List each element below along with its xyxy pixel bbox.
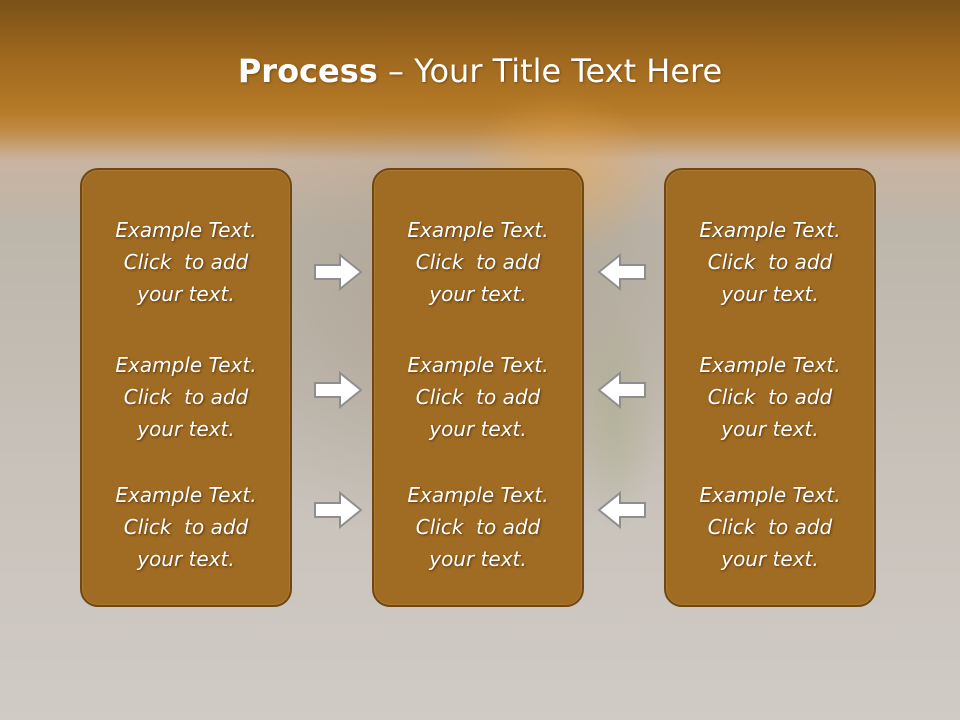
text-line: Click to add (415, 515, 541, 539)
text-line: Example Text. (699, 353, 841, 377)
text-line: your text. (721, 417, 819, 441)
text-line: Click to add (415, 250, 541, 274)
text-block[interactable]: Example Text. Click to add your text. (82, 479, 290, 575)
text-line: your text. (429, 417, 527, 441)
text-line: Click to add (123, 385, 249, 409)
text-line: Click to add (707, 250, 833, 274)
arrow-right-icon (314, 253, 363, 291)
text-block[interactable]: Example Text. Click to add your text. (374, 479, 582, 575)
process-box-center[interactable]: Example Text. Click to add your text. Ex… (372, 168, 584, 607)
process-box-right[interactable]: Example Text. Click to add your text. Ex… (664, 168, 876, 607)
text-block[interactable]: Example Text. Click to add your text. (374, 349, 582, 445)
arrow-left-icon (597, 371, 646, 409)
slide-title[interactable]: Process – Your Title Text Here (0, 52, 960, 90)
text-line: Example Text. (407, 353, 549, 377)
text-line: Example Text. (407, 483, 549, 507)
arrow-right-icon (314, 491, 363, 529)
text-line: Click to add (123, 250, 249, 274)
text-line: Example Text. (407, 218, 549, 242)
text-line: your text. (429, 282, 527, 306)
text-line: your text. (429, 547, 527, 571)
text-line: Example Text. (115, 483, 257, 507)
text-line: Click to add (707, 385, 833, 409)
text-line: Click to add (707, 515, 833, 539)
text-line: your text. (721, 547, 819, 571)
process-box-left[interactable]: Example Text. Click to add your text. Ex… (80, 168, 292, 607)
text-block[interactable]: Example Text. Click to add your text. (666, 214, 874, 310)
title-rest-part: – Your Title Text Here (377, 52, 723, 90)
text-block[interactable]: Example Text. Click to add your text. (374, 214, 582, 310)
title-bold-part: Process (237, 52, 378, 90)
text-line: Example Text. (699, 483, 841, 507)
text-line: your text. (137, 417, 235, 441)
text-line: your text. (137, 547, 235, 571)
text-block[interactable]: Example Text. Click to add your text. (666, 349, 874, 445)
text-line: Click to add (415, 385, 541, 409)
text-block[interactable]: Example Text. Click to add your text. (82, 349, 290, 445)
arrow-left-icon (597, 253, 646, 291)
text-block[interactable]: Example Text. Click to add your text. (82, 214, 290, 310)
arrow-right-icon (314, 371, 363, 409)
arrow-left-icon (597, 491, 646, 529)
text-line: Click to add (123, 515, 249, 539)
text-line: Example Text. (115, 218, 257, 242)
text-line: Example Text. (115, 353, 257, 377)
text-line: your text. (137, 282, 235, 306)
text-line: Example Text. (699, 218, 841, 242)
text-block[interactable]: Example Text. Click to add your text. (666, 479, 874, 575)
text-line: your text. (721, 282, 819, 306)
